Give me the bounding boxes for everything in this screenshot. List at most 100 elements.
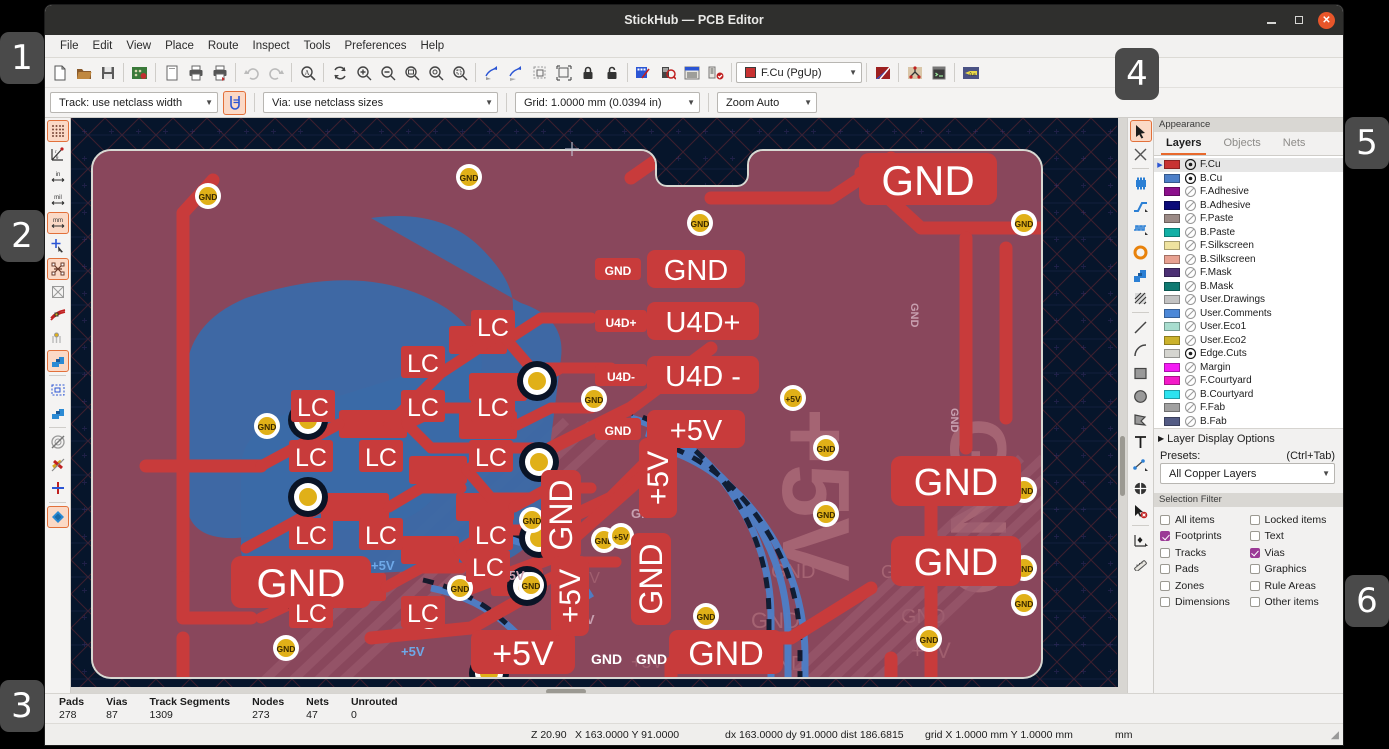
checkbox-icon[interactable] — [1249, 531, 1260, 542]
show-ratsnest-icon[interactable] — [46, 258, 69, 280]
eye-hidden-icon[interactable] — [1183, 294, 1197, 306]
layer-color-swatch[interactable] — [1164, 187, 1180, 197]
eye-hidden-icon[interactable] — [1183, 226, 1197, 238]
menu-preferences[interactable]: Preferences — [344, 40, 407, 52]
plot-icon[interactable] — [208, 61, 231, 85]
layer-row-f-cu[interactable]: ▶F.Cu — [1154, 158, 1343, 172]
route-diffpair-icon[interactable] — [1130, 218, 1152, 240]
add-text-icon[interactable] — [1130, 431, 1152, 453]
zoom-fit-icon[interactable] — [400, 61, 423, 85]
layer-color-swatch[interactable] — [1164, 308, 1180, 318]
checkbox-icon[interactable] — [1160, 597, 1170, 608]
canvas-horizontal-scrollbar[interactable] — [71, 687, 1127, 696]
import-netlist-icon[interactable] — [480, 61, 503, 85]
checkbox-icon[interactable] — [1160, 514, 1170, 525]
eye-visible-icon[interactable] — [1183, 348, 1197, 360]
layer-color-swatch[interactable] — [1164, 335, 1180, 345]
zoom-in-icon[interactable] — [352, 61, 375, 85]
eye-hidden-icon[interactable] — [1183, 253, 1197, 265]
redo-icon[interactable] — [264, 61, 287, 85]
layer-color-swatch[interactable] — [1164, 389, 1180, 399]
menu-tools[interactable]: Tools — [303, 40, 331, 52]
zoom-area-icon[interactable] — [448, 61, 471, 85]
checkbox-icon[interactable] — [1160, 580, 1170, 591]
curved-ratsnest-icon[interactable] — [47, 281, 69, 303]
unlock-icon[interactable] — [600, 61, 623, 85]
layer-row-edge-cuts[interactable]: Edge.Cuts — [1154, 347, 1343, 361]
toggle-grid-icon[interactable] — [46, 120, 69, 142]
layer-color-swatch[interactable] — [1164, 295, 1180, 305]
copper-layers-icon[interactable] — [871, 61, 894, 85]
ratsnest-icon[interactable] — [903, 61, 926, 85]
filter-other-items[interactable]: Other items — [1249, 595, 1340, 611]
eye-hidden-icon[interactable] — [1183, 199, 1197, 211]
layer-row-f-silkscreen[interactable]: F.Silkscreen — [1154, 239, 1343, 253]
refresh-icon[interactable] — [328, 61, 351, 85]
footprint-checker-icon[interactable] — [656, 61, 679, 85]
contrast-mode-icon[interactable] — [46, 506, 69, 528]
active-layer-select[interactable]: F.Cu (PgUp) ▼ — [736, 62, 862, 83]
eye-hidden-icon[interactable] — [1183, 388, 1197, 400]
zoom-objects-icon[interactable] — [424, 61, 447, 85]
layer-row-user-eco2[interactable]: User.Eco2 — [1154, 334, 1343, 348]
pad-numbers-icon[interactable] — [47, 477, 69, 499]
route-track-icon[interactable] — [1130, 195, 1152, 217]
add-dimension-icon[interactable] — [1130, 454, 1152, 476]
print-icon[interactable] — [184, 61, 207, 85]
eye-hidden-icon[interactable] — [1183, 361, 1197, 373]
layer-color-swatch[interactable] — [1164, 254, 1180, 264]
find-icon[interactable]: A — [296, 61, 319, 85]
layer-color-swatch[interactable] — [1164, 362, 1180, 372]
place-footprint-icon[interactable] — [1130, 172, 1152, 194]
draw-polygon-icon[interactable] — [1130, 408, 1152, 430]
open-board-icon[interactable] — [72, 61, 95, 85]
filter-graphics[interactable]: Graphics — [1249, 562, 1340, 578]
units-inches-icon[interactable]: in — [47, 166, 69, 188]
layer-color-swatch[interactable] — [1164, 268, 1180, 278]
via-size-select[interactable]: Via: use netclass sizes ▼ — [263, 92, 498, 113]
preset-select[interactable]: All Copper Layers ▼ — [1160, 463, 1335, 484]
menu-route[interactable]: Route — [207, 40, 239, 52]
layer-row-f-paste[interactable]: F.Paste — [1154, 212, 1343, 226]
eye-visible-icon[interactable] — [1183, 159, 1197, 171]
units-mm-icon[interactable]: mm — [46, 212, 69, 234]
layer-row-margin[interactable]: Margin — [1154, 361, 1343, 375]
text-appearance-icon[interactable]: Aa — [959, 61, 982, 85]
layer-row-user-eco1[interactable]: User.Eco1 — [1154, 320, 1343, 334]
layer-color-swatch[interactable] — [1164, 349, 1180, 359]
layer-color-swatch[interactable] — [1164, 241, 1180, 251]
filter-rule-areas[interactable]: Rule Areas — [1249, 578, 1340, 594]
grid-select[interactable]: Grid: 1.0000 mm (0.0394 in) ▼ — [515, 92, 700, 113]
filter-zones[interactable]: Zones — [1160, 578, 1250, 594]
layer-row-f-mask[interactable]: F.Mask — [1154, 266, 1343, 280]
menu-help[interactable]: Help — [420, 40, 445, 52]
layer-color-swatch[interactable] — [1164, 376, 1180, 386]
zoom-out-icon[interactable] — [376, 61, 399, 85]
full-crosshair-icon[interactable] — [47, 235, 69, 257]
eye-hidden-icon[interactable] — [1183, 415, 1197, 427]
minimize-button[interactable] — [1264, 13, 1279, 28]
layer-row-f-fab[interactable]: F.Fab — [1154, 401, 1343, 415]
filter-vias[interactable]: Vias — [1249, 545, 1340, 561]
eye-hidden-icon[interactable] — [1183, 402, 1197, 414]
checkbox-icon[interactable] — [1249, 547, 1260, 558]
eye-hidden-icon[interactable] — [1183, 240, 1197, 252]
delete-tool-icon[interactable] — [1130, 500, 1152, 522]
filter-all-items[interactable]: All items — [1160, 512, 1250, 528]
eye-hidden-icon[interactable] — [1183, 280, 1197, 292]
checkbox-icon[interactable] — [1160, 531, 1170, 542]
page-settings-icon[interactable] — [160, 61, 183, 85]
layer-color-swatch[interactable] — [1164, 214, 1180, 224]
board-setup-icon[interactable] — [128, 61, 151, 85]
layer-row-user-drawings[interactable]: User.Drawings — [1154, 293, 1343, 307]
menu-place[interactable]: Place — [165, 40, 194, 52]
menu-edit[interactable]: Edit — [92, 40, 113, 52]
zone-filled-icon[interactable] — [47, 402, 69, 424]
tab-objects[interactable]: Objects — [1223, 137, 1261, 149]
eye-hidden-icon[interactable] — [1183, 334, 1197, 346]
draw-circle-icon[interactable] — [1130, 385, 1152, 407]
net-highlight-icon[interactable] — [704, 61, 727, 85]
